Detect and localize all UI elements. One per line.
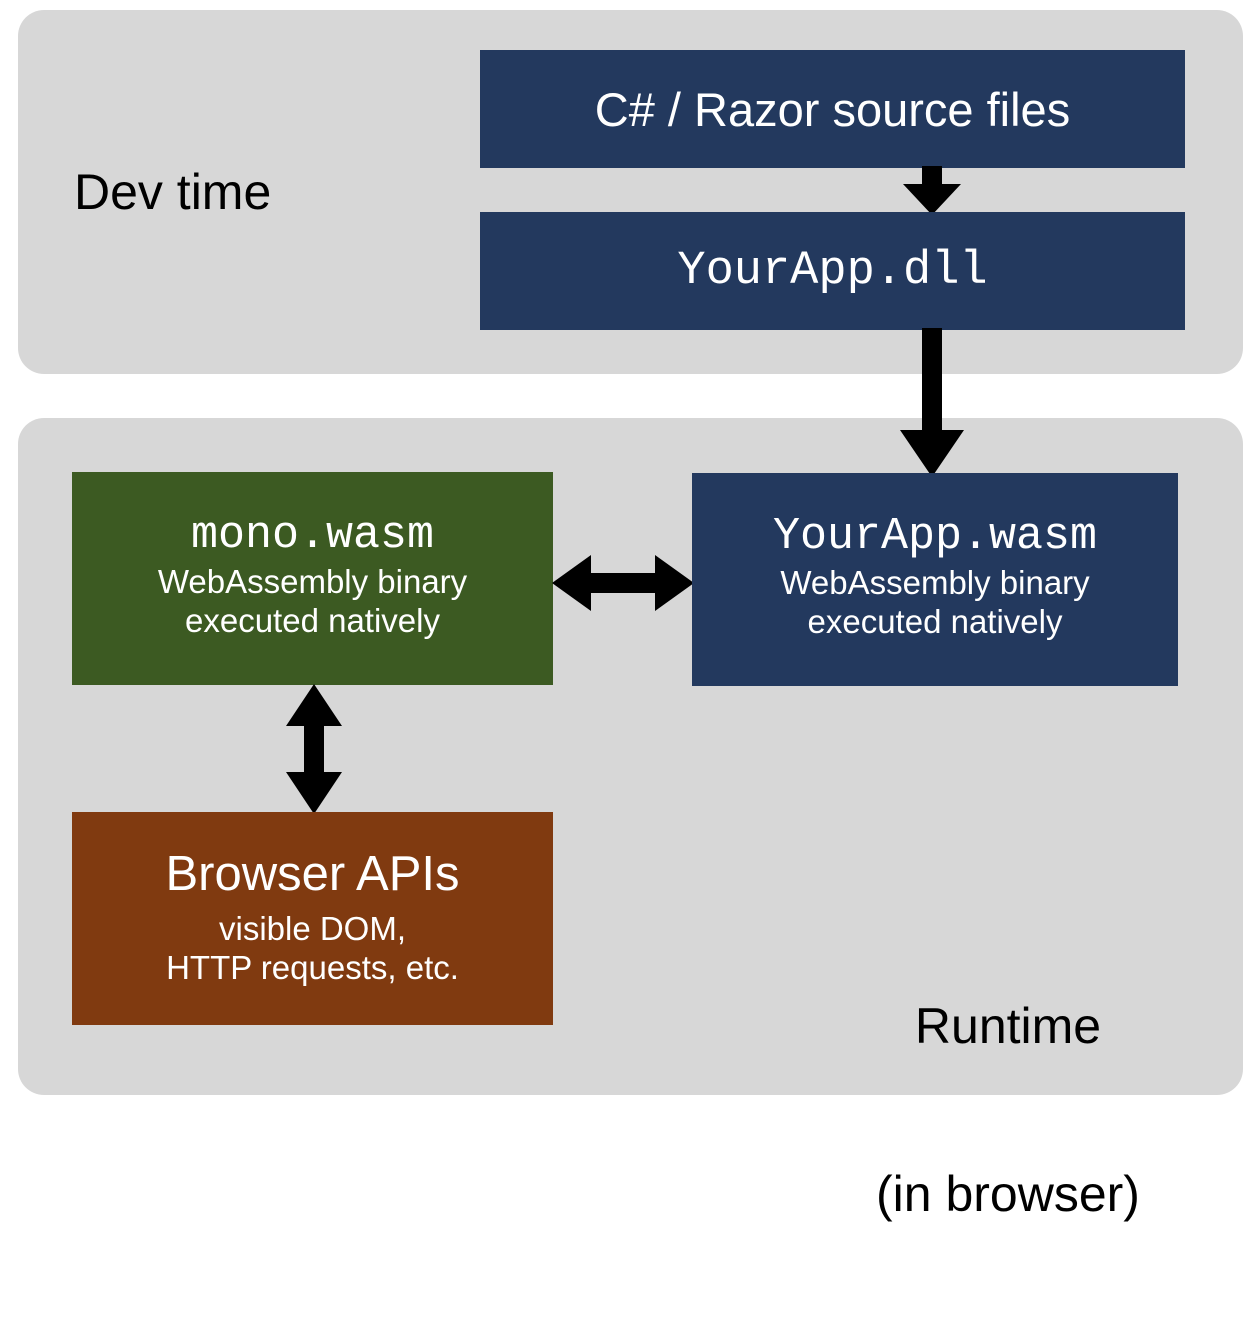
panel-dev-time-label: Dev time	[74, 164, 272, 220]
arrow-double-vertical-mono-to-browser-apis	[283, 684, 345, 814]
box-csharp-razor-source-files-title: C# / Razor source files	[594, 82, 1071, 136]
arrow-down-dll-to-yourapp-wasm	[896, 328, 968, 478]
box-mono-wasm-subtitle-line1: WebAssembly binary	[157, 563, 468, 601]
box-browser-apis: Browser APIs visible DOM, HTTP requests,…	[72, 812, 553, 1025]
box-yourapp-dll-title: YourApp.dll	[677, 244, 988, 298]
box-browser-apis-title: Browser APIs	[165, 846, 460, 901]
box-yourapp-wasm-title: YourApp.wasm	[772, 511, 1098, 563]
box-yourapp-wasm: YourApp.wasm WebAssembly binary executed…	[692, 473, 1178, 686]
panel-runtime-label-line1: Runtime	[914, 998, 1102, 1054]
box-yourapp-wasm-subtitle-line1: WebAssembly binary	[780, 564, 1090, 602]
box-mono-wasm-title: mono.wasm	[190, 510, 435, 562]
box-yourapp-dll: YourApp.dll	[480, 212, 1185, 330]
diagram-canvas: Dev time C# / Razor source files YourApp…	[18, 10, 1243, 1222]
box-csharp-razor-source-files: C# / Razor source files	[480, 50, 1185, 168]
arrow-down-source-to-dll	[900, 166, 964, 216]
box-browser-apis-subtitle-line2: HTTP requests, etc.	[166, 948, 459, 986]
panel-runtime-label-line2: (in browser)	[876, 1166, 1140, 1222]
arrow-double-horizontal-mono-to-yourapp-wasm	[552, 551, 694, 615]
box-mono-wasm: mono.wasm WebAssembly binary executed na…	[72, 472, 553, 685]
box-yourapp-wasm-subtitle-line2: executed natively	[807, 603, 1063, 640]
box-mono-wasm-subtitle-line2: executed natively	[185, 602, 440, 639]
panel-runtime-label: Runtime (in browser)	[843, 886, 1173, 1334]
box-browser-apis-subtitle-line1: visible DOM,	[218, 909, 407, 947]
